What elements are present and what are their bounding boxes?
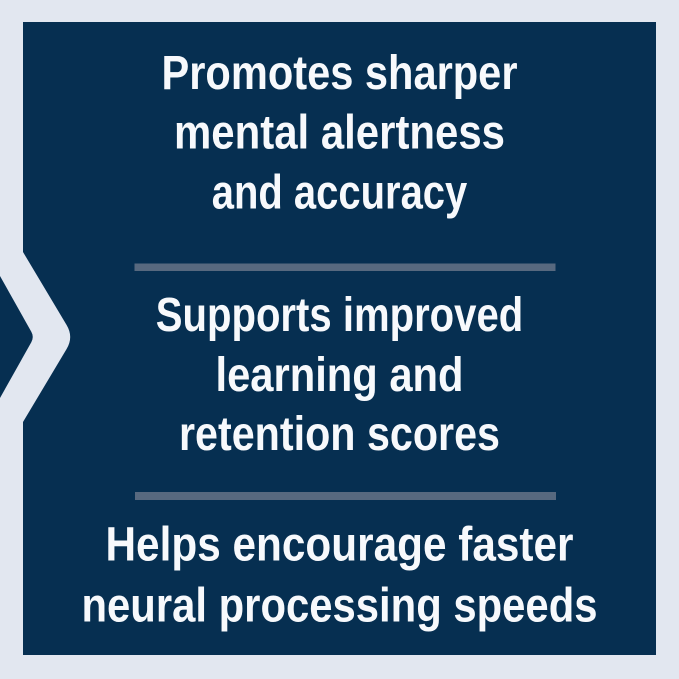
svg-text:mental alertness: mental alertness xyxy=(174,107,505,160)
svg-text:and accuracy: and accuracy xyxy=(212,167,468,220)
svg-text:neural processing speeds: neural processing speeds xyxy=(82,580,598,633)
svg-text:Supports improved: Supports improved xyxy=(156,289,524,342)
svg-text:retention scores: retention scores xyxy=(179,408,500,461)
svg-text:Helps encourage faster: Helps encourage faster xyxy=(106,519,574,572)
svg-text:Promotes sharper: Promotes sharper xyxy=(162,47,518,100)
svg-text:learning and: learning and xyxy=(216,349,464,402)
